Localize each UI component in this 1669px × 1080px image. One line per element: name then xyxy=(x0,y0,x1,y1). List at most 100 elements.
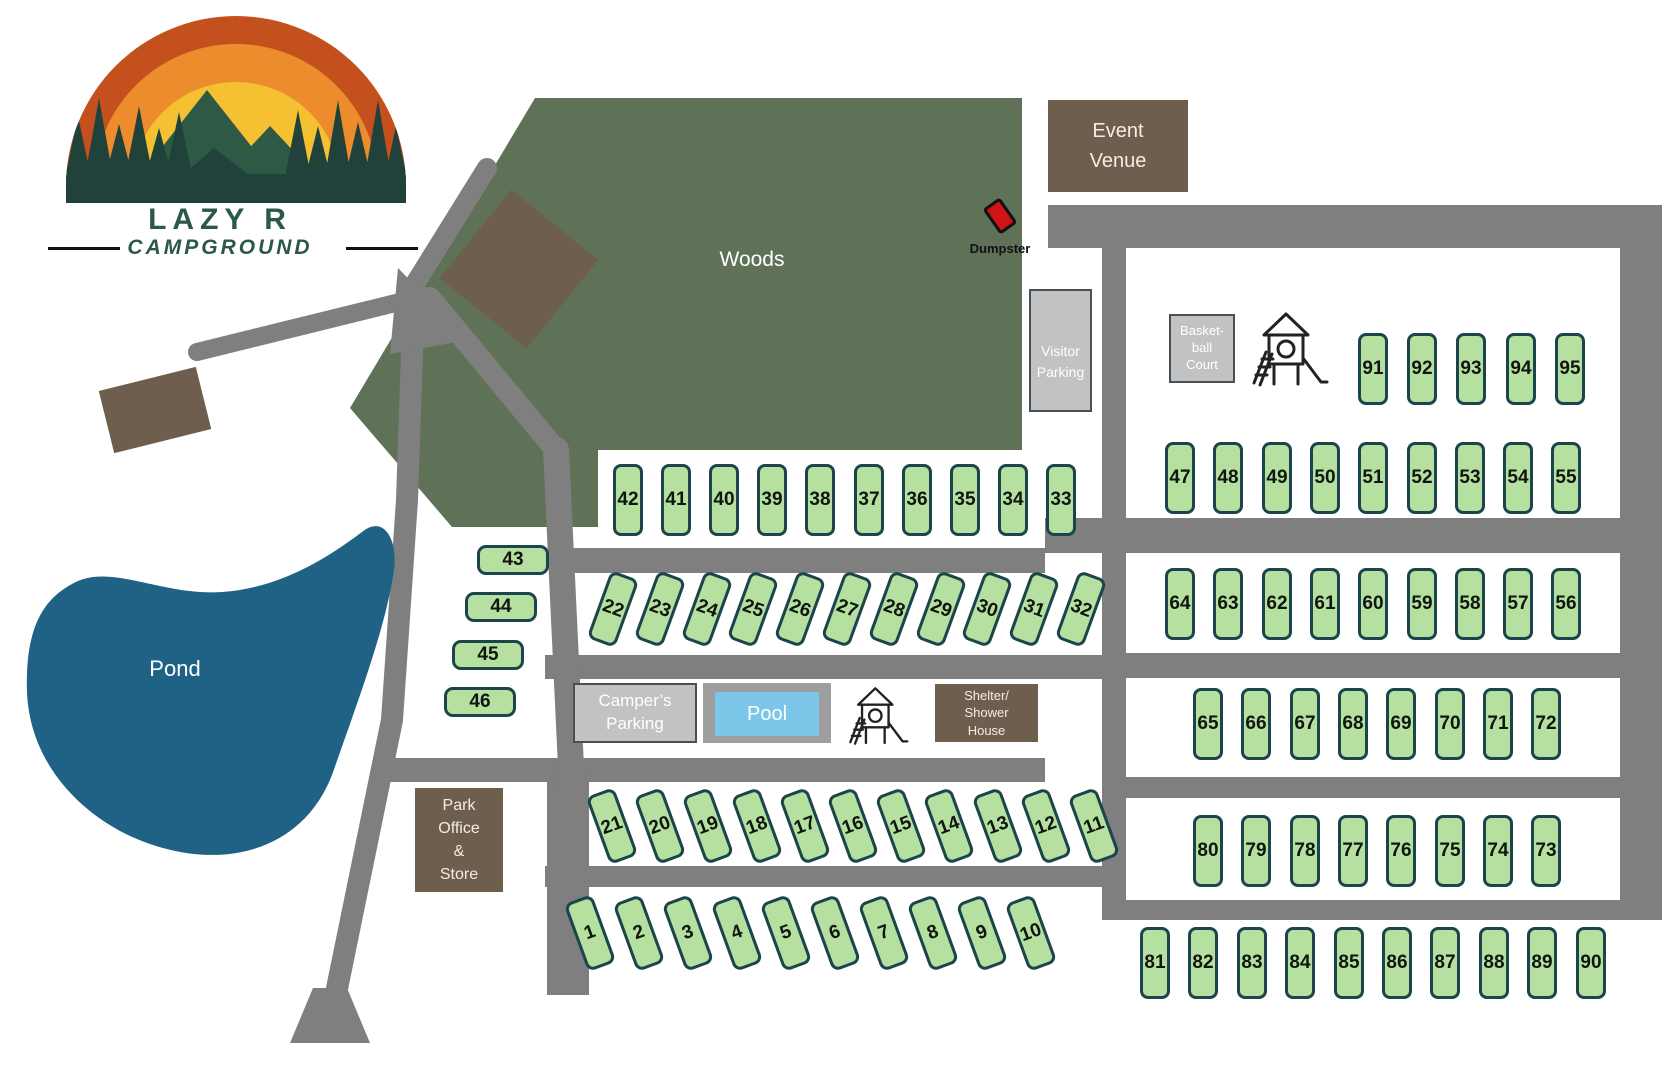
shelter-shower-house: Shelter/ Shower House xyxy=(935,684,1038,742)
site-34: 34 xyxy=(998,464,1028,536)
dumpster-label: Dumpster xyxy=(969,241,1031,256)
visitor-parking: Visitor Parking xyxy=(1029,289,1092,412)
road-inner-left xyxy=(1102,248,1126,920)
site-92: 92 xyxy=(1407,333,1437,405)
site-79: 79 xyxy=(1241,815,1271,887)
site-67: 67 xyxy=(1290,688,1320,760)
site-35: 35 xyxy=(950,464,980,536)
site-37: 37 xyxy=(854,464,884,536)
site-85: 85 xyxy=(1334,927,1364,999)
road-office xyxy=(390,758,1045,782)
campers-parking-line: Camper’s xyxy=(598,691,672,711)
site-80: 80 xyxy=(1193,815,1223,887)
road-row-73-80 xyxy=(1126,777,1620,798)
road-sites-43-46 xyxy=(543,437,585,801)
site-42: 42 xyxy=(613,464,643,536)
logo-rule-left xyxy=(48,247,120,250)
woods-label: Woods xyxy=(719,248,785,271)
site-36: 36 xyxy=(902,464,932,536)
site-72: 72 xyxy=(1531,688,1561,760)
pool-label: Pool xyxy=(746,702,788,725)
site-84: 84 xyxy=(1285,927,1315,999)
site-83: 83 xyxy=(1237,927,1267,999)
shelter-line: House xyxy=(967,722,1006,738)
pool-deck: Pool xyxy=(703,683,831,743)
site-71: 71 xyxy=(1483,688,1513,760)
campers-parking-line: Parking xyxy=(606,714,664,733)
logo-subtitle: CAMPGROUND xyxy=(127,236,313,259)
road-entrance-upper xyxy=(403,158,497,297)
park-office-line: & xyxy=(453,843,465,860)
event-venue-line: Venue xyxy=(1089,150,1147,172)
road-facilities xyxy=(545,655,1102,679)
site-82: 82 xyxy=(1188,927,1218,999)
road-entrance-flare xyxy=(290,988,370,1043)
visitor-parking-line: Visitor xyxy=(1041,343,1080,360)
site-76: 76 xyxy=(1386,815,1416,887)
site-50: 50 xyxy=(1310,442,1340,514)
road-row-22-32 xyxy=(572,548,1045,573)
park-office-line: Office xyxy=(438,819,480,837)
site-65: 65 xyxy=(1193,688,1223,760)
site-38: 38 xyxy=(805,464,835,536)
playground-icon xyxy=(1252,312,1329,387)
site-88: 88 xyxy=(1479,927,1509,999)
park-office-line: Park xyxy=(442,796,476,814)
site-62: 62 xyxy=(1262,568,1292,640)
road-branch-west xyxy=(188,287,433,361)
site-94: 94 xyxy=(1506,333,1536,405)
site-63: 63 xyxy=(1213,568,1243,640)
site-47: 47 xyxy=(1165,442,1195,514)
road-top xyxy=(1048,205,1662,248)
road-row-56-64 xyxy=(1045,518,1620,553)
site-66: 66 xyxy=(1241,688,1271,760)
site-40: 40 xyxy=(709,464,739,536)
shelter-line: Shower xyxy=(964,705,1009,721)
site-58: 58 xyxy=(1455,568,1485,640)
site-70: 70 xyxy=(1435,688,1465,760)
site-46: 46 xyxy=(444,687,516,717)
site-61: 61 xyxy=(1310,568,1340,640)
site-78: 78 xyxy=(1290,815,1320,887)
site-68: 68 xyxy=(1338,688,1368,760)
site-45: 45 xyxy=(452,640,524,670)
site-41: 41 xyxy=(661,464,691,536)
basketball-court: Basket- ball Court xyxy=(1169,314,1235,383)
basketball-court-line: ball xyxy=(1191,340,1213,356)
site-64: 64 xyxy=(1165,568,1195,640)
site-52: 52 xyxy=(1407,442,1437,514)
road-fork xyxy=(390,268,468,354)
roads xyxy=(188,158,1662,1043)
site-56: 56 xyxy=(1551,568,1581,640)
basketball-court-line: Court xyxy=(1186,356,1218,372)
event-venue: Event Venue xyxy=(1048,100,1188,192)
park-office-store: Park Office & Store xyxy=(415,788,503,892)
pond-area xyxy=(26,526,395,855)
dumpster-icon xyxy=(983,198,1017,234)
site-77: 77 xyxy=(1338,815,1368,887)
site-39: 39 xyxy=(757,464,787,536)
pond-label: Pond xyxy=(149,656,201,681)
road-row-1-10 xyxy=(545,866,1124,887)
site-90: 90 xyxy=(1576,927,1606,999)
site-74: 74 xyxy=(1483,815,1513,887)
site-87: 87 xyxy=(1430,927,1460,999)
site-86: 86 xyxy=(1382,927,1412,999)
site-69: 69 xyxy=(1386,688,1416,760)
site-81: 81 xyxy=(1140,927,1170,999)
road-bottom xyxy=(1102,900,1662,920)
pool: Pool xyxy=(715,692,819,736)
site-59: 59 xyxy=(1407,568,1437,640)
site-53: 53 xyxy=(1455,442,1485,514)
site-60: 60 xyxy=(1358,568,1388,640)
building-northeast xyxy=(439,189,599,349)
playground-icon xyxy=(849,687,909,745)
basketball-court-line: Basket- xyxy=(1179,323,1225,339)
event-venue-line: Event xyxy=(1092,120,1144,142)
building-west xyxy=(98,366,212,454)
site-48: 48 xyxy=(1213,442,1243,514)
campers-parking: Camper’s Parking xyxy=(573,683,697,743)
park-office-line: Store xyxy=(439,866,479,884)
